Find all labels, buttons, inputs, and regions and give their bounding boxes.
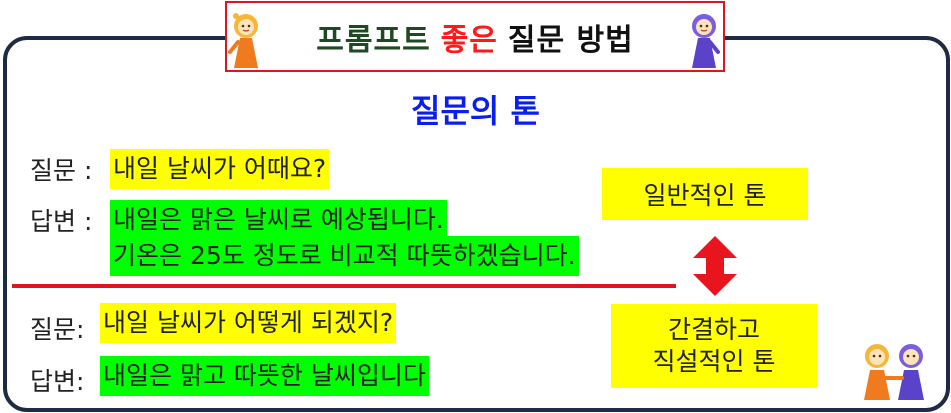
double-arrow-icon <box>693 236 737 296</box>
tag-concise-line-2: 직설적인 톤 <box>652 347 776 376</box>
title-part-good: 좋은 <box>440 22 498 58</box>
answer-line-1-general: 내일은 맑은 날씨로 예상됩니다. <box>110 200 447 240</box>
question-text-general: 내일 날씨가 어때요? <box>110 149 330 189</box>
mascot-pair-icon <box>864 344 924 400</box>
mascot-right-icon <box>692 14 720 68</box>
section-title: 질문의 톤 <box>411 92 540 130</box>
mascot-left-icon <box>228 13 258 68</box>
question-text-concise: 내일 날씨가 어떻게 되겠지? <box>100 303 397 343</box>
tag-concise-tone: 간결하고 직설적인 톤 <box>611 304 817 388</box>
answer-label-2: 답변: <box>30 367 85 396</box>
title-part-prompt: 프롬프트 <box>316 22 431 58</box>
tag-general-tone: 일반적인 톤 <box>602 168 808 220</box>
answer-label: 답변 : <box>30 207 93 236</box>
tag-concise-line-1: 간결하고 <box>667 315 760 344</box>
question-label-2: 질문: <box>30 315 85 344</box>
answer-line-2-general: 기온은 25도 정도로 비교적 따뜻하겠습니다. <box>110 236 579 276</box>
divider-line <box>12 284 676 288</box>
tag-general-tone-label: 일반적인 톤 <box>643 181 767 210</box>
title-part-question-method: 질문 방법 <box>507 22 634 58</box>
page-title: 프롬프트 좋은 질문 방법 <box>316 15 633 59</box>
title-banner: 프롬프트 좋은 질문 방법 <box>225 1 725 72</box>
answer-text-concise: 내일은 맑고 따뜻한 날씨입니다 <box>100 356 429 396</box>
question-label: 질문 : <box>30 156 93 185</box>
